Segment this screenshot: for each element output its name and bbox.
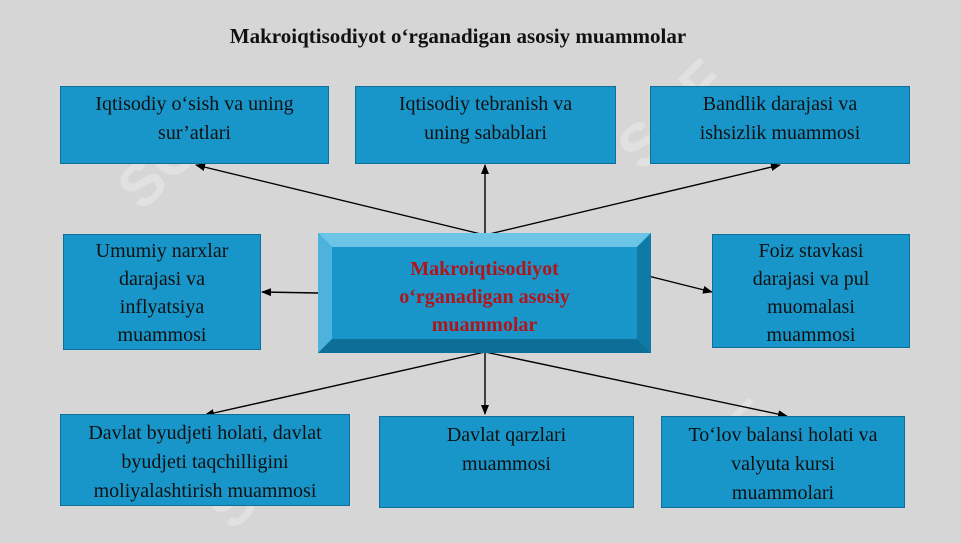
arrow-to-mid-left — [261, 288, 319, 297]
central-topic-box: Makroiqtisodiyot o‘rganadigan asosiy mua… — [318, 233, 651, 353]
box-line: darajasi va pul — [752, 268, 870, 290]
box-line: inflyatsiya — [119, 296, 205, 318]
box-line: Iqtisodiy o‘sish va uning — [95, 93, 294, 115]
box-balance-of-payments: To‘lov balansi holati va valyuta kursi m… — [661, 416, 905, 508]
box-line: muammolari — [731, 482, 835, 504]
center-line: o‘rganadigan asosiy — [399, 286, 570, 308]
box-employment: Bandlik darajasi va ishsizlik muammosi — [650, 86, 910, 164]
center-line: muammolar — [431, 314, 538, 336]
box-economic-fluctuation: Iqtisodiy tebranish va uning sabablari — [355, 86, 616, 164]
box-state-budget: Davlat byudjeti holati, davlat byudjeti … — [60, 414, 350, 506]
bevel-top — [318, 233, 651, 247]
box-line: byudjeti taqchilligini — [121, 451, 289, 473]
diagram-title: Makroiqtisodiyot o‘rganadigan asosiy mua… — [229, 24, 687, 48]
arrow-to-top-left — [195, 163, 486, 236]
box-interest-rate-money: Foiz stavkasi darajasi va pul muomalasi … — [712, 234, 910, 348]
box-line: Davlat byudjeti holati, davlat — [88, 422, 322, 444]
box-line: muammosi — [766, 324, 856, 346]
box-line: Bandlik darajasi va — [702, 93, 858, 115]
box-line: sur’atlari — [158, 122, 231, 144]
central-box-face — [332, 247, 637, 339]
box-line: Umumiy narxlar — [95, 240, 229, 262]
bevel-bottom — [318, 339, 651, 353]
box-price-level-inflation: Umumiy narxlar darajasi va inflyatsiya m… — [63, 234, 261, 350]
box-economic-growth: Iqtisodiy o‘sish va uning sur’atlari — [60, 86, 329, 164]
box-line: uning sabablari — [424, 122, 547, 144]
box-line: moliyalashtirish muammosi — [93, 480, 317, 502]
box-line: valyuta kursi — [731, 453, 835, 475]
box-line: Davlat qarzlari — [446, 424, 567, 446]
arrow-to-top-right — [484, 163, 781, 236]
central-topic-text: Makroiqtisodiyot o‘rganadigan asosiy mua… — [332, 255, 637, 339]
bevel-left — [318, 233, 332, 353]
box-state-debt: Davlat qarzlari muammosi — [379, 416, 634, 508]
box-line: Iqtisodiy tebranish va — [398, 93, 573, 115]
box-line: Foiz stavkasi — [758, 240, 864, 262]
box-line: muomalasi — [767, 296, 855, 318]
box-line: To‘lov balansi holati va — [688, 424, 878, 446]
box-line: darajasi va — [118, 268, 206, 290]
box-line: muammosi — [462, 453, 551, 475]
box-line: ishsizlik muammosi — [699, 122, 861, 144]
box-line: muammosi — [117, 324, 207, 346]
arrow-to-bottom-left — [204, 351, 486, 417]
bevel-right — [637, 233, 651, 353]
center-line: Makroiqtisodiyot — [410, 258, 559, 280]
